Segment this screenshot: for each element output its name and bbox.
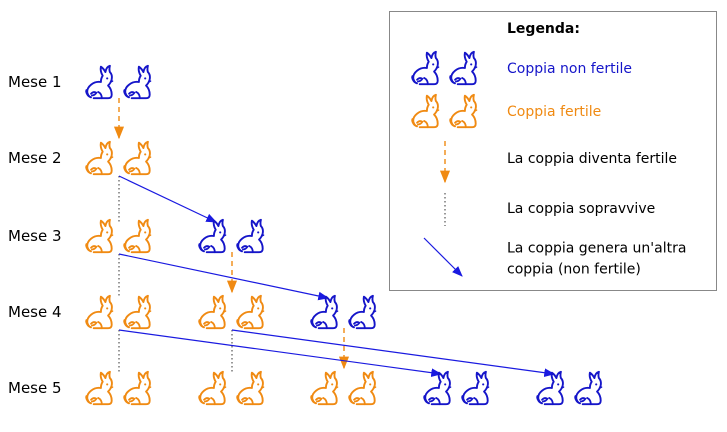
rabbit-icon	[123, 64, 152, 100]
rabbit-icon	[85, 64, 114, 100]
rabbit-icon	[348, 294, 377, 330]
legend-label: coppia (non fertile)	[507, 262, 641, 278]
month-labels: Mese 1 Mese 2 Mese 3 Mese 4 Mese 5	[8, 73, 62, 397]
non-fertile-pair	[310, 294, 377, 330]
rabbit-icon	[348, 370, 377, 406]
rabbit-icon	[123, 294, 152, 330]
fertile-pair	[198, 370, 265, 406]
fertile-pair	[85, 370, 152, 406]
rabbit-icon	[423, 370, 452, 406]
rabbit-icon	[310, 294, 339, 330]
month-label: Mese 5	[8, 379, 62, 397]
legend-item: Coppia non fertile	[411, 50, 632, 86]
non-fertile-pair	[85, 64, 152, 100]
fertile-pair	[85, 140, 152, 176]
legend-label: La coppia genera un'altra	[507, 241, 686, 257]
rabbit-icon	[536, 370, 565, 406]
non-fertile-pair	[536, 370, 603, 406]
rabbit-icon	[198, 218, 227, 254]
rabbit-icon	[310, 370, 339, 406]
legend-label: Coppia non fertile	[507, 61, 632, 77]
month-label: Mese 3	[8, 227, 62, 245]
generates-arrow	[231, 329, 556, 377]
fertile-pair	[198, 294, 265, 330]
non-fertile-pair	[198, 218, 265, 254]
legend-label: La coppia diventa fertile	[507, 151, 677, 167]
rabbit-icon	[574, 370, 603, 406]
arrow-icon	[423, 237, 463, 277]
month-label: Mese 2	[8, 149, 62, 167]
rabbit-icon	[123, 370, 152, 406]
rabbit-icon	[236, 370, 265, 406]
rabbit-icon	[85, 218, 114, 254]
legend-item: Coppia fertile	[411, 93, 601, 129]
legend-border	[389, 11, 717, 291]
rabbit-icon	[85, 140, 114, 176]
connections	[113, 98, 556, 377]
fertile-pair	[85, 218, 152, 254]
rabbit-icon	[198, 294, 227, 330]
rabbit-icon	[461, 370, 490, 406]
month-label: Mese 1	[8, 73, 62, 91]
legend-title: Legenda:	[507, 21, 580, 37]
non-fertile-pair	[423, 370, 490, 406]
fertile-pair	[85, 294, 152, 330]
generates-arrow	[118, 175, 217, 223]
generates-arrow	[118, 253, 330, 301]
rabbit-icon	[236, 218, 265, 254]
rabbit-icon	[123, 218, 152, 254]
legend-label: La coppia sopravvive	[507, 201, 655, 217]
rabbit-icon	[236, 294, 265, 330]
rabbit-icon	[85, 294, 114, 330]
legend-label: Coppia fertile	[507, 104, 601, 120]
legend-item: La coppia sopravvive	[444, 193, 655, 226]
fertile-pair	[310, 370, 377, 406]
legend-item: La coppia genera un'altra coppia (non fer…	[423, 237, 686, 278]
legend-item: La coppia diventa fertile	[439, 141, 677, 184]
rabbit-icon	[198, 370, 227, 406]
rabbit-icon	[85, 370, 114, 406]
rabbit-icon	[123, 140, 152, 176]
generates-arrow	[118, 329, 443, 377]
month-label: Mese 4	[8, 303, 62, 321]
